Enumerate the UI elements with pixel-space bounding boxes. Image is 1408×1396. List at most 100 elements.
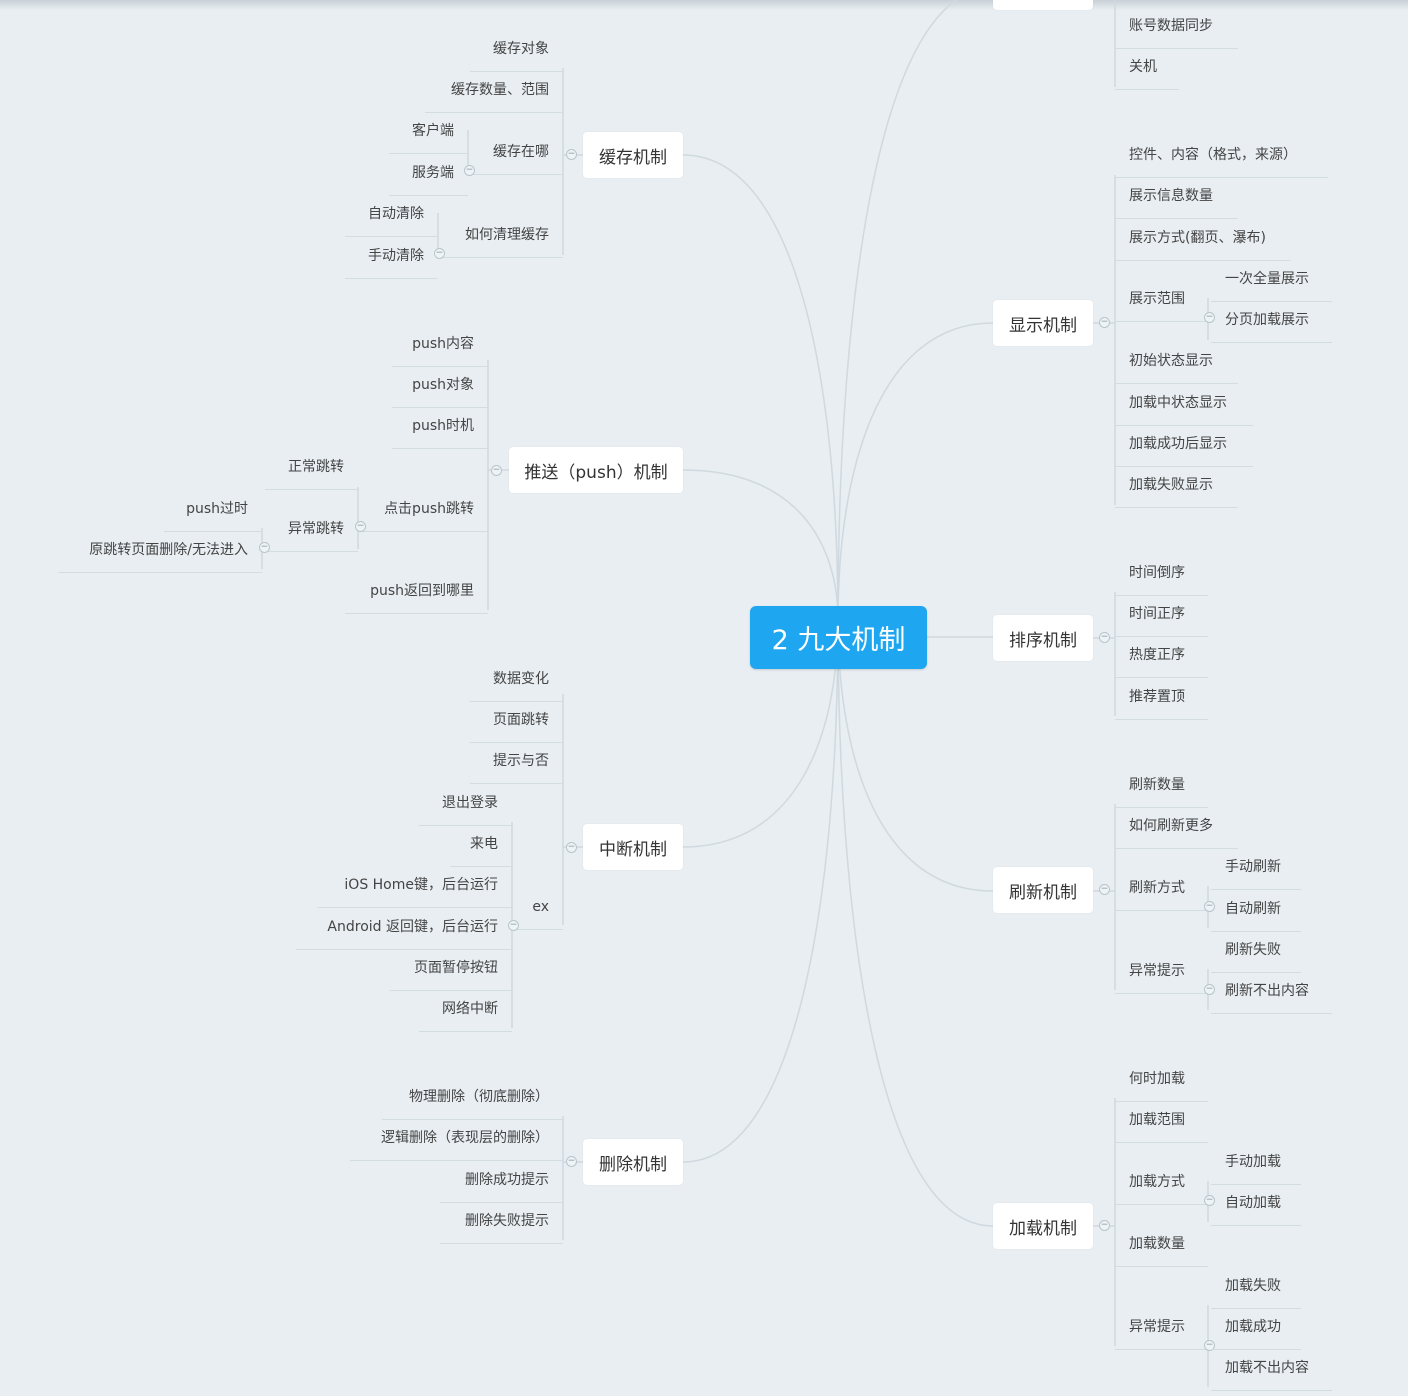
leaf-refresh-auto[interactable]: 自动刷新 <box>1211 891 1301 932</box>
top-edge <box>0 0 1408 10</box>
collapse-toggle-icon[interactable]: − <box>566 1156 577 1167</box>
leaf-delete-physical[interactable]: 物理删除（彻底删除） <box>382 1079 563 1120</box>
collapse-toggle-icon[interactable]: − <box>464 165 475 176</box>
collapse-toggle-icon[interactable]: − <box>259 542 270 553</box>
branch-push[interactable]: 推送（push）机制 <box>509 447 683 493</box>
leaf-load-empty[interactable]: 加载不出内容 <box>1211 1350 1332 1391</box>
leaf-refresh-fail[interactable]: 刷新失败 <box>1211 932 1301 973</box>
root-node[interactable]: 2 九大机制 <box>750 606 927 669</box>
leaf-delete-fail[interactable]: 删除失败提示 <box>440 1203 563 1244</box>
leaf-interrupt-logout[interactable]: 退出登录 <box>419 785 512 826</box>
branch-delete[interactable]: 删除机制 <box>583 1139 683 1185</box>
leaf-refresh-mode[interactable]: 刷新方式 <box>1115 870 1208 911</box>
branch-sort[interactable]: 排序机制 <box>993 615 1093 661</box>
collapse-toggle-icon[interactable]: − <box>508 920 519 931</box>
leaf-interrupt-android-back[interactable]: Android 返回键，后台运行 <box>296 909 512 950</box>
leaf-interrupt-pause-button[interactable]: 页面暂停按钮 <box>390 950 512 991</box>
leaf-load-success[interactable]: 加载成功 <box>1211 1309 1301 1350</box>
collapse-toggle-icon[interactable]: − <box>1099 884 1110 895</box>
leaf-load-manual[interactable]: 手动加载 <box>1211 1144 1301 1185</box>
leaf-display-controls[interactable]: 控件、内容（格式，来源） <box>1115 137 1328 178</box>
leaf-interrupt-network[interactable]: 网络中断 <box>419 991 512 1032</box>
connector-line <box>837 0 958 621</box>
leaf-display-paged[interactable]: 分页加载展示 <box>1211 302 1332 343</box>
branch-load[interactable]: 加载机制 <box>993 1203 1093 1249</box>
leaf-push-content[interactable]: push内容 <box>392 326 488 367</box>
collapse-toggle-icon[interactable]: − <box>1204 1340 1215 1351</box>
collapse-toggle-icon[interactable]: − <box>1204 1195 1215 1206</box>
leaf-interrupt-data-change[interactable]: 数据变化 <box>470 661 563 702</box>
collapse-toggle-icon[interactable]: − <box>1099 317 1110 328</box>
branch-refresh[interactable]: 刷新机制 <box>993 867 1093 913</box>
leaf-push-timing[interactable]: push时机 <box>392 408 488 449</box>
collapse-toggle-icon[interactable]: − <box>1099 1220 1110 1231</box>
leaf-interrupt-ex[interactable]: ex <box>515 889 563 930</box>
leaf-cache-manual-clear[interactable]: 手动清除 <box>345 238 438 279</box>
leaf-account-sync[interactable]: 账号数据同步 <box>1115 8 1238 49</box>
leaf-load-mode[interactable]: 加载方式 <box>1115 1164 1208 1205</box>
leaf-cache-where[interactable]: 缓存在哪 <box>470 134 563 175</box>
leaf-push-normal-jump[interactable]: 正常跳转 <box>265 449 358 490</box>
branch-cache[interactable]: 缓存机制 <box>583 132 683 178</box>
collapse-toggle-icon[interactable]: − <box>491 465 502 476</box>
collapse-toggle-icon[interactable]: − <box>1204 901 1215 912</box>
leaf-push-deleted[interactable]: 原跳转页面删除/无法进入 <box>58 532 262 573</box>
leaf-display-range[interactable]: 展示范围 <box>1115 281 1208 322</box>
leaf-display-loaded[interactable]: 加载成功后显示 <box>1115 426 1253 467</box>
leaf-display-mode[interactable]: 展示方式(翻页、瀑布) <box>1115 220 1290 261</box>
branch-interrupt[interactable]: 中断机制 <box>583 824 683 870</box>
leaf-delete-success[interactable]: 删除成功提示 <box>440 1162 563 1203</box>
leaf-display-failed[interactable]: 加载失败显示 <box>1115 467 1238 508</box>
collapse-toggle-icon[interactable]: − <box>434 248 445 259</box>
leaf-interrupt-ios-home[interactable]: iOS Home键，后台运行 <box>318 867 512 908</box>
leaf-load-when[interactable]: 何时加载 <box>1115 1061 1208 1102</box>
leaf-cache-count-range[interactable]: 缓存数量、范围 <box>425 72 563 113</box>
leaf-cache-how-clear[interactable]: 如何清理缓存 <box>440 217 563 258</box>
collapse-toggle-icon[interactable]: − <box>566 842 577 853</box>
connector-line <box>682 619 839 1163</box>
leaf-sort-time-asc[interactable]: 时间正序 <box>1115 596 1208 637</box>
connector-line <box>682 469 839 621</box>
leaf-refresh-more[interactable]: 如何刷新更多 <box>1115 808 1238 849</box>
leaf-load-error[interactable]: 异常提示 <box>1115 1309 1208 1350</box>
leaf-load-range[interactable]: 加载范围 <box>1115 1102 1208 1143</box>
leaf-push-click-jump[interactable]: 点击push跳转 <box>362 491 488 532</box>
leaf-cache-auto-clear[interactable]: 自动清除 <box>345 196 438 237</box>
connector-line <box>682 154 839 621</box>
leaf-push-target[interactable]: push对象 <box>392 367 488 408</box>
collapse-toggle-icon[interactable]: − <box>1099 632 1110 643</box>
leaf-display-info-count[interactable]: 展示信息数量 <box>1115 178 1238 219</box>
connector-line <box>837 322 994 621</box>
leaf-sort-pinned[interactable]: 推荐置顶 <box>1115 679 1208 720</box>
collapse-toggle-icon[interactable]: − <box>1204 984 1215 995</box>
leaf-push-return-where[interactable]: push返回到哪里 <box>345 573 488 614</box>
branch-display[interactable]: 显示机制 <box>993 300 1093 346</box>
leaf-load-auto[interactable]: 自动加载 <box>1211 1185 1301 1226</box>
leaf-sort-time-desc[interactable]: 时间倒序 <box>1115 555 1208 596</box>
leaf-delete-logical[interactable]: 逻辑删除（表现层的删除） <box>350 1120 563 1161</box>
leaf-refresh-error[interactable]: 异常提示 <box>1115 953 1208 994</box>
leaf-refresh-empty[interactable]: 刷新不出内容 <box>1211 973 1332 1014</box>
leaf-interrupt-page-jump[interactable]: 页面跳转 <box>470 702 563 743</box>
leaf-push-expired[interactable]: push过时 <box>164 491 262 532</box>
collapse-toggle-icon[interactable]: − <box>1204 312 1215 323</box>
leaf-shutdown[interactable]: 关机 <box>1115 49 1179 90</box>
collapse-toggle-icon[interactable]: − <box>566 149 577 160</box>
leaf-cache-server[interactable]: 服务端 <box>389 155 468 196</box>
leaf-cache-objects[interactable]: 缓存对象 <box>470 31 563 72</box>
collapse-toggle-icon[interactable]: − <box>355 521 366 532</box>
branch-top-partial[interactable] <box>993 0 1093 10</box>
leaf-refresh-manual[interactable]: 手动刷新 <box>1211 849 1301 890</box>
leaf-sort-hot[interactable]: 热度正序 <box>1115 637 1208 678</box>
leaf-interrupt-prompt[interactable]: 提示与否 <box>470 743 563 784</box>
leaf-display-all-once[interactable]: 一次全量展示 <box>1211 261 1332 302</box>
leaf-load-fail[interactable]: 加载失败 <box>1211 1268 1301 1309</box>
leaf-push-abnormal-jump[interactable]: 异常跳转 <box>265 511 358 552</box>
leaf-refresh-count[interactable]: 刷新数量 <box>1115 767 1208 808</box>
leaf-cache-client[interactable]: 客户端 <box>389 113 468 154</box>
leaf-display-initial[interactable]: 初始状态显示 <box>1115 343 1238 384</box>
leaf-load-count[interactable]: 加载数量 <box>1115 1226 1208 1267</box>
leaf-interrupt-call[interactable]: 来电 <box>450 826 512 867</box>
leaf-display-loading[interactable]: 加载中状态显示 <box>1115 385 1253 426</box>
